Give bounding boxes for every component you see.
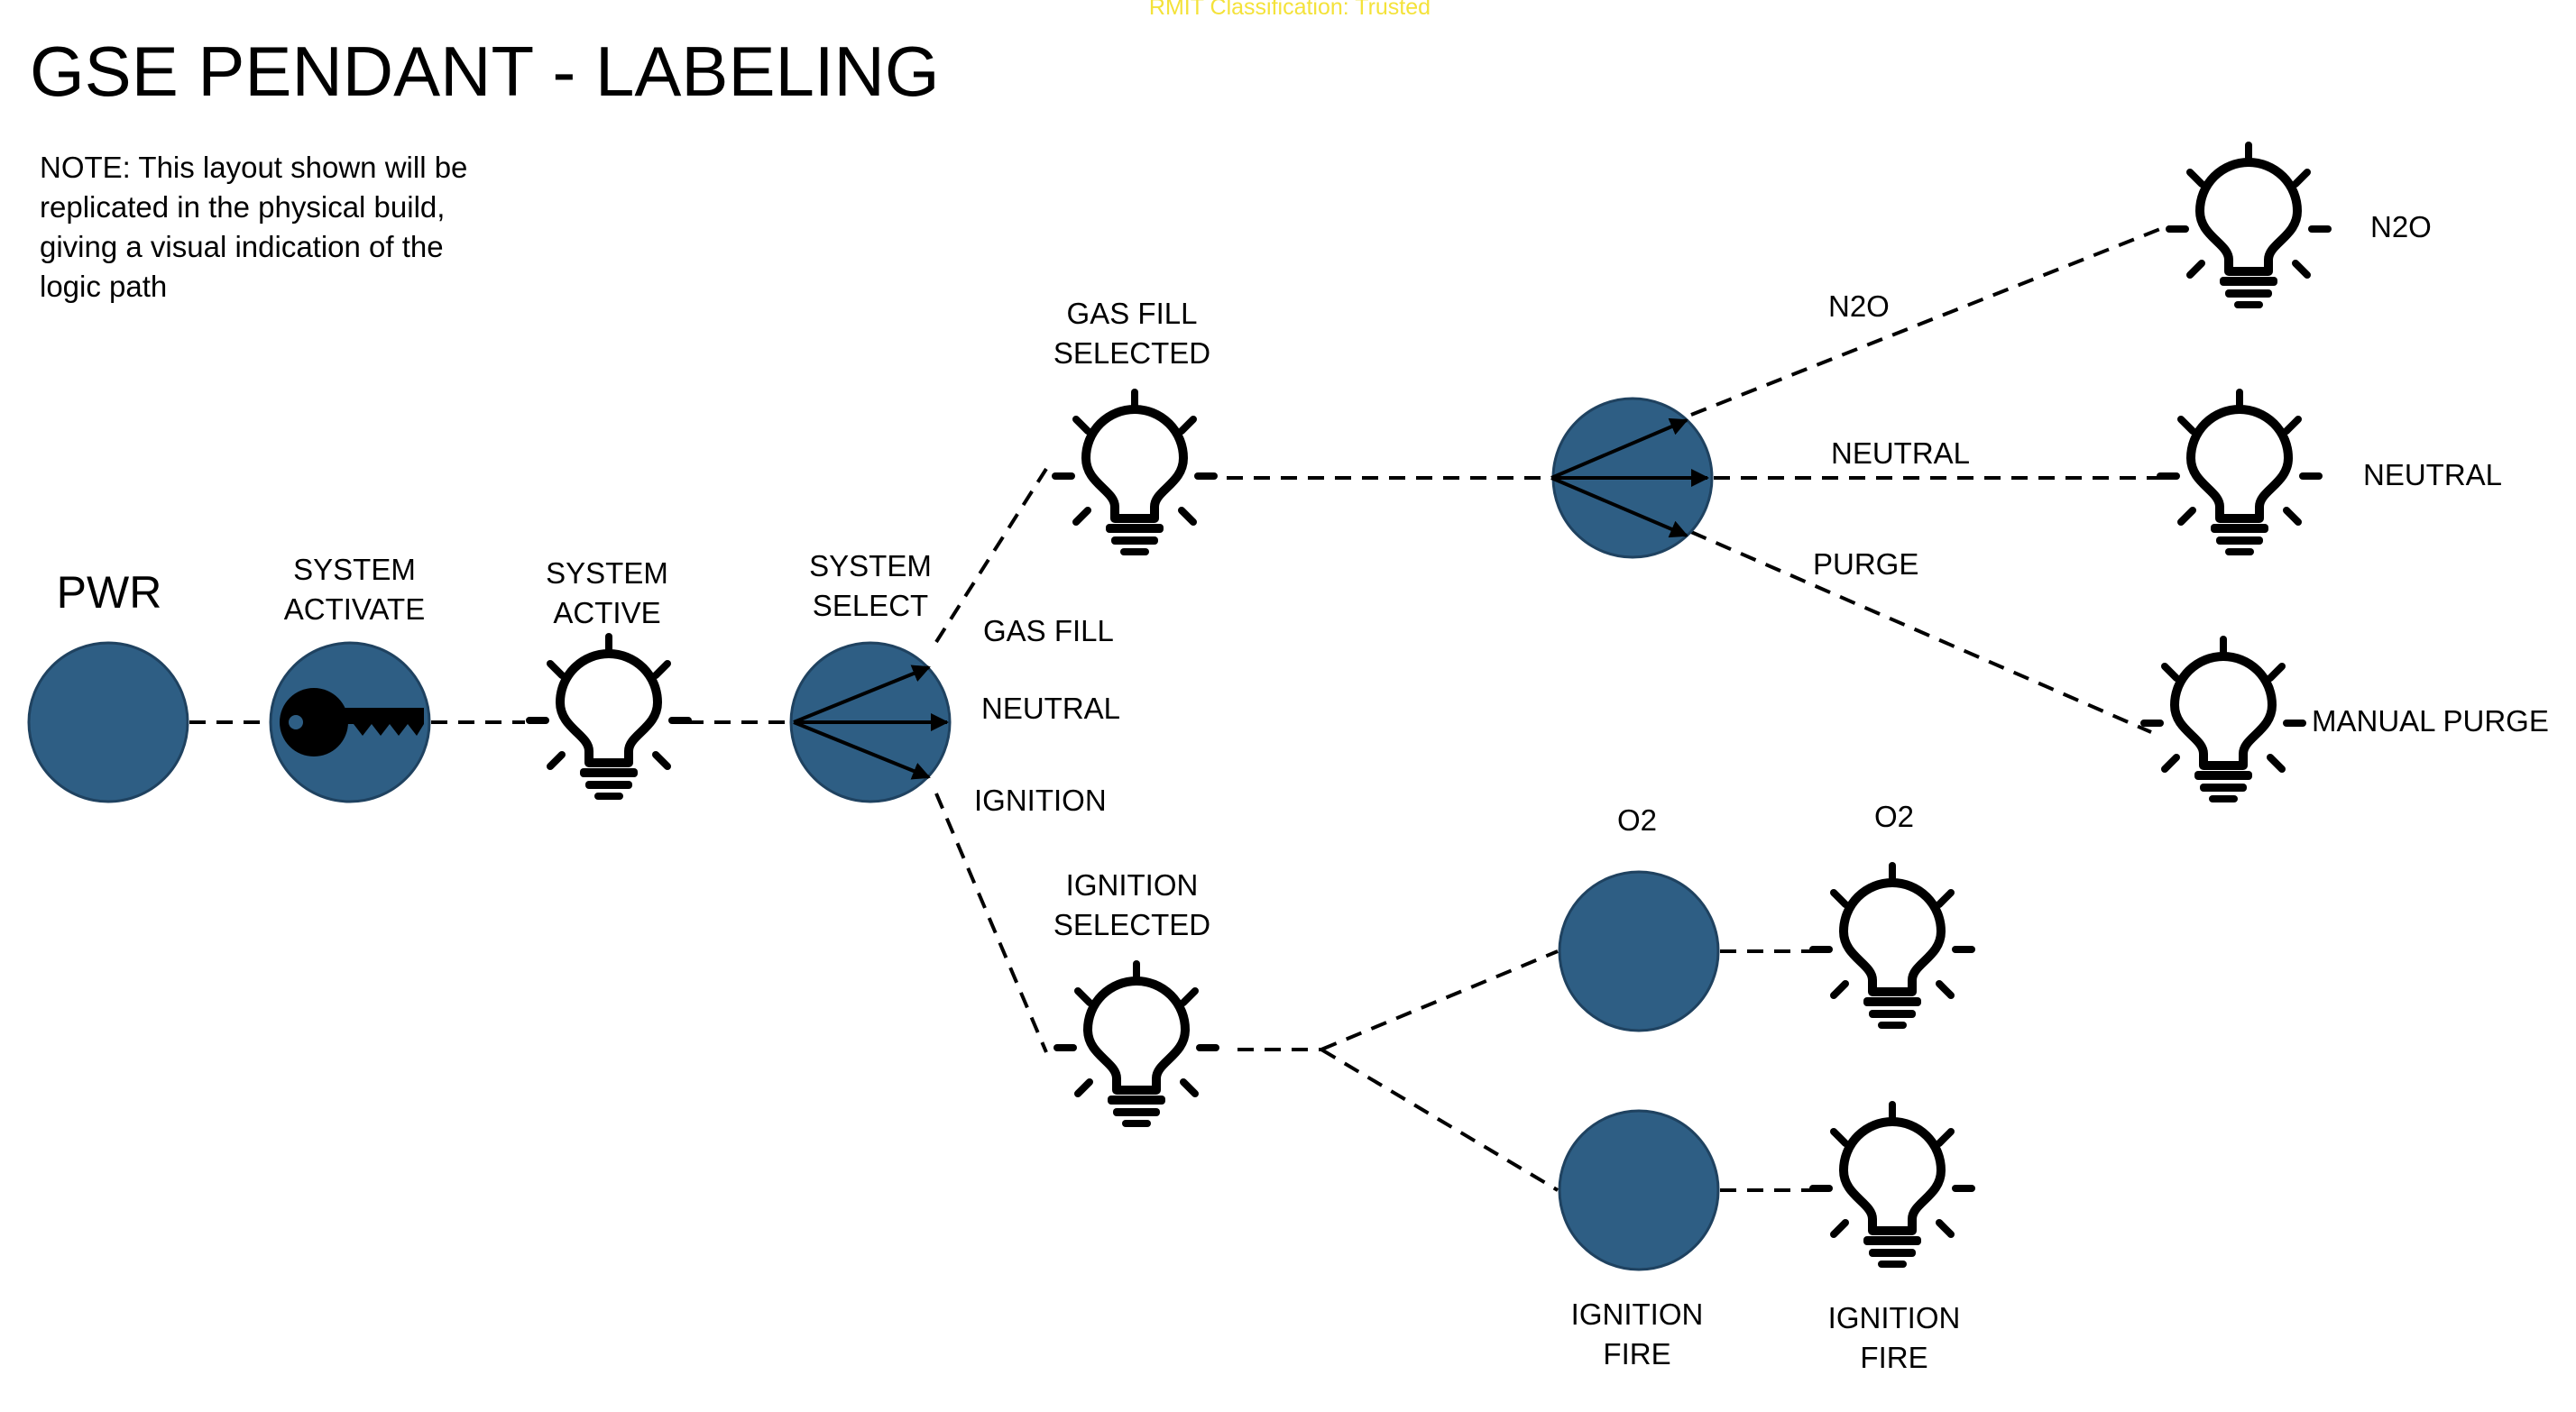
system-activate-label: SYSTEM ACTIVATE (283, 553, 426, 626)
pwr-label: PWR (56, 567, 162, 618)
neutral-light-bulb-icon (2160, 392, 2319, 555)
ignition-fire-light-label: IGNITION FIRE (1827, 1301, 1961, 1374)
o2-light-bulb-icon (1813, 866, 1972, 1029)
branch-neutral-label: NEUTRAL (1831, 436, 1971, 470)
o2-light-label: O2 (1873, 800, 1915, 833)
layout-note: NOTE: This layout shown will be replicat… (40, 151, 468, 303)
system-select-label: SYSTEM SELECT (809, 549, 932, 622)
select-gas-fill-label: GAS FILL (983, 614, 1114, 647)
system-active-label: SYSTEM ACTIVE (546, 556, 668, 629)
manual-purge-light-bulb-icon (2144, 639, 2303, 802)
system-active-light-bulb-icon (529, 637, 688, 800)
manual-purge-light-label: MANUAL PURGE (2312, 704, 2549, 738)
select-ignition-label: IGNITION (974, 784, 1107, 817)
classification-banner: RMIT Classification: Trusted (1148, 0, 1431, 20)
branch-purge-label: PURGE (1813, 547, 1919, 581)
connection-lines (189, 224, 2170, 1192)
o2-button[interactable] (1558, 870, 1720, 1032)
select-neutral-label: NEUTRAL (981, 692, 1121, 725)
o2-button-label: O2 (1616, 803, 1658, 837)
buttons (27, 397, 1720, 1271)
n2o-light-label: N2O (2370, 210, 2432, 243)
ignition-fire-button-label: IGNITION FIRE (1570, 1297, 1704, 1371)
page-title: GSE PENDANT - LABELING (30, 32, 940, 111)
selector-arrows-icon (793, 417, 1709, 780)
pwr-button[interactable] (27, 641, 189, 803)
ignition-selected-light-bulb-icon (1057, 964, 1216, 1127)
n2o-light-bulb-icon (2169, 145, 2328, 308)
key-icon (280, 688, 424, 756)
ignition-fire-light-bulb-icon (1813, 1105, 1972, 1268)
gas-fill-selected-label: GAS FILL SELECTED (1053, 297, 1211, 370)
branch-n2o-label: N2O (1828, 289, 1890, 323)
neutral-light-label: NEUTRAL (2363, 458, 2503, 491)
ignition-fire-button[interactable] (1558, 1109, 1720, 1271)
ignition-selected-label: IGNITION SELECTED (1053, 868, 1211, 941)
gas-fill-selected-light-bulb-icon (1055, 392, 1214, 555)
